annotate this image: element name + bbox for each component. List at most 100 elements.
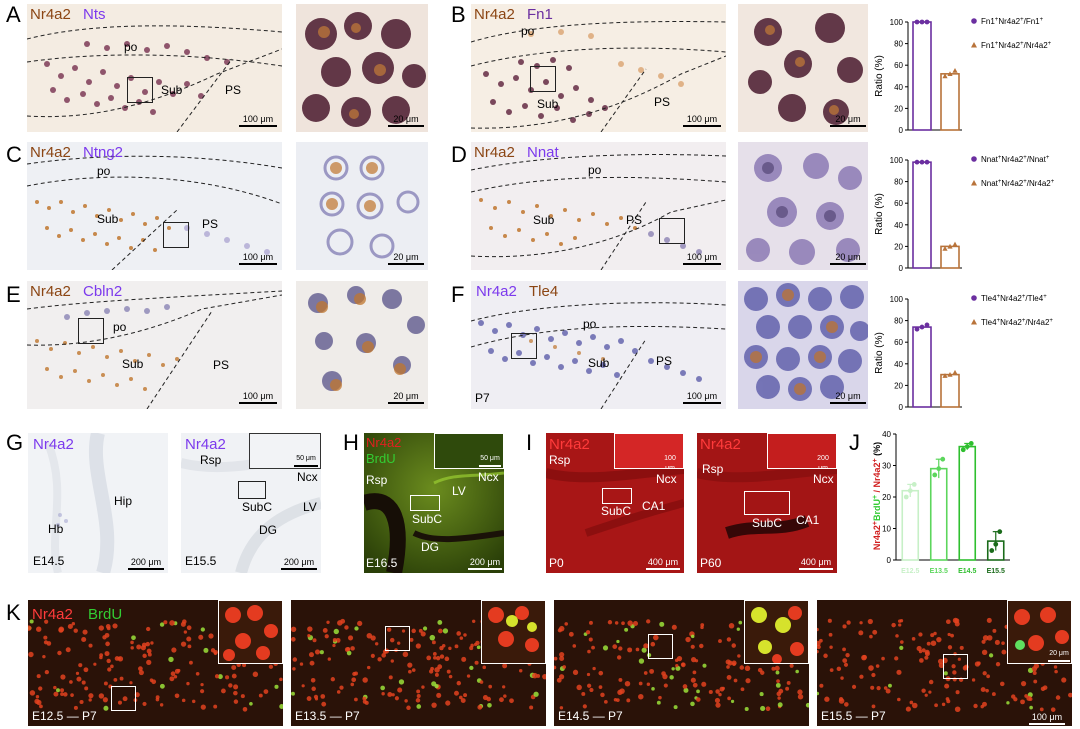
- nr4a2-nucleus: [389, 637, 395, 643]
- brdu-nucleus: [943, 671, 948, 676]
- nr4a2-nucleus: [950, 633, 954, 638]
- panel-e-zoom-scale-bar: 20 μm: [388, 391, 424, 404]
- nr4a2-nucleus: [279, 677, 283, 682]
- nr4a2-nucleus: [872, 629, 878, 635]
- nr4a2-nucleus: [98, 625, 104, 631]
- nr4a2-nucleus: [823, 653, 828, 659]
- nr4a2-nucleus: [76, 676, 82, 682]
- nr4a2-nucleus: [946, 699, 951, 704]
- nr4a2-nucleus: [138, 666, 143, 672]
- nr4a2-nucleus: [1013, 697, 1018, 702]
- panel-k-image-3: E14.5 — P7: [554, 600, 809, 726]
- nr4a2-nucleus: [291, 637, 296, 642]
- nr4a2-nucleus: [692, 682, 698, 688]
- nr4a2-nucleus: [587, 683, 592, 688]
- nr4a2-nucleus: [171, 647, 177, 653]
- panel-b-gene1: Nr4a2: [474, 6, 515, 23]
- nr4a2-nucleus: [582, 704, 587, 709]
- nr4a2-nucleus: [169, 620, 175, 626]
- nr4a2-nucleus: [110, 664, 114, 669]
- nr4a2-nucleus: [564, 622, 569, 626]
- nr4a2-nucleus: [463, 693, 468, 698]
- nr4a2-nucleus: [320, 694, 326, 699]
- nr4a2-nucleus: [842, 624, 847, 629]
- brdu-nucleus: [416, 704, 422, 709]
- panel-d-zoom-scale-bar: 20 μm: [830, 252, 866, 265]
- nr4a2-nucleus: [186, 625, 192, 631]
- chart-d-ytick-label: 40: [894, 221, 903, 230]
- panel-b-scale-label: 100 μm: [686, 114, 718, 124]
- panel-i-right-inset: 200 μm: [767, 433, 837, 469]
- panel-i-right-ca1: CA1: [796, 513, 820, 527]
- panel-d-main-image: Nr4a2 Nnat po Sub PS 100 μm: [471, 142, 726, 270]
- nr4a2-nucleus: [354, 697, 358, 702]
- nr4a2-nucleus: [475, 640, 480, 646]
- panel-letter-b: B: [451, 2, 466, 27]
- nr4a2-nucleus: [466, 674, 471, 678]
- nr4a2-nucleus: [461, 656, 467, 662]
- panel-letter-k: K: [6, 600, 21, 625]
- nr4a2-nucleus: [859, 621, 863, 625]
- panel-a-ps: PS: [225, 83, 242, 97]
- nr4a2-nucleus: [454, 644, 459, 649]
- panel-i-left-inset-scale-label: 100 μm: [664, 455, 676, 469]
- nr4a2-nucleus: [292, 657, 298, 662]
- brdu-nucleus: [319, 650, 324, 655]
- nr4a2-nucleus: [936, 637, 942, 643]
- brdu-nucleus: [899, 645, 904, 650]
- panel-i-right-age: P60: [700, 556, 722, 570]
- nr4a2-nucleus: [35, 694, 40, 699]
- nr4a2-nucleus: [994, 639, 1000, 645]
- nr4a2-nucleus: [42, 654, 46, 659]
- brdu-nucleus: [624, 627, 629, 632]
- brdu-nucleus: [683, 687, 689, 693]
- panel-a-gene1: Nr4a2: [30, 6, 71, 23]
- nr4a2-nucleus: [370, 653, 375, 658]
- nr4a2-nucleus: [846, 620, 851, 625]
- panel-f-main-image: Nr4a2 Tle4 po Sub PS P7 100 μm: [471, 281, 726, 409]
- nr4a2-nucleus: [301, 684, 305, 688]
- nr4a2-nucleus: [34, 698, 40, 705]
- chart-b-legend-marker-1: [971, 18, 977, 24]
- panel-d-roi-box: [659, 218, 685, 244]
- nr4a2-nucleus: [980, 687, 986, 693]
- nr4a2-nucleus: [456, 631, 462, 636]
- panel-g-right-lv: LV: [303, 500, 317, 514]
- nr4a2-nucleus: [159, 703, 164, 707]
- nr4a2-nucleus: [1068, 692, 1072, 698]
- nr4a2-nucleus: [646, 619, 651, 624]
- nr4a2-nucleus: [918, 649, 923, 654]
- brdu-nucleus: [333, 628, 339, 635]
- nr4a2-nucleus: [78, 663, 83, 668]
- chart-b-legend-1: Fn1+Nr4a2+/Fn1+: [981, 17, 1044, 26]
- nr4a2-nucleus: [306, 696, 312, 701]
- nr4a2-nucleus: [649, 668, 655, 674]
- nr4a2-nucleus: [411, 668, 416, 672]
- nr4a2-nucleus: [381, 692, 385, 696]
- nr4a2-nucleus: [1053, 665, 1058, 669]
- panel-b-ps: PS: [654, 95, 671, 109]
- panel-g-left-age: E14.5: [33, 554, 65, 568]
- nr4a2-nucleus: [883, 686, 888, 690]
- nr4a2-nucleus: [559, 674, 565, 680]
- nr4a2-nucleus: [662, 674, 668, 680]
- nr4a2-nucleus: [433, 656, 437, 660]
- nr4a2-nucleus: [899, 619, 904, 623]
- panel-c-roi-box: [163, 222, 189, 248]
- nr4a2-nucleus: [986, 617, 992, 623]
- nr4a2-nucleus: [732, 662, 736, 667]
- panel-c-scale-label: 100 μm: [242, 252, 274, 262]
- nr4a2-nucleus: [896, 669, 902, 675]
- nr4a2-nucleus: [82, 629, 88, 635]
- brdu-nucleus: [291, 691, 295, 696]
- nr4a2-nucleus: [840, 676, 844, 680]
- panel-i-right-scale-label: 400 μm: [800, 557, 832, 567]
- brdu-nucleus: [888, 683, 892, 688]
- panel-i-left-scale-label: 400 μm: [647, 557, 679, 567]
- nr4a2-nucleus: [44, 669, 50, 675]
- panel-h-ncx: Ncx: [478, 470, 499, 484]
- chart-j-point: [932, 472, 938, 478]
- chart-d-point: [919, 159, 925, 165]
- panel-i-right-rsp: Rsp: [702, 462, 724, 476]
